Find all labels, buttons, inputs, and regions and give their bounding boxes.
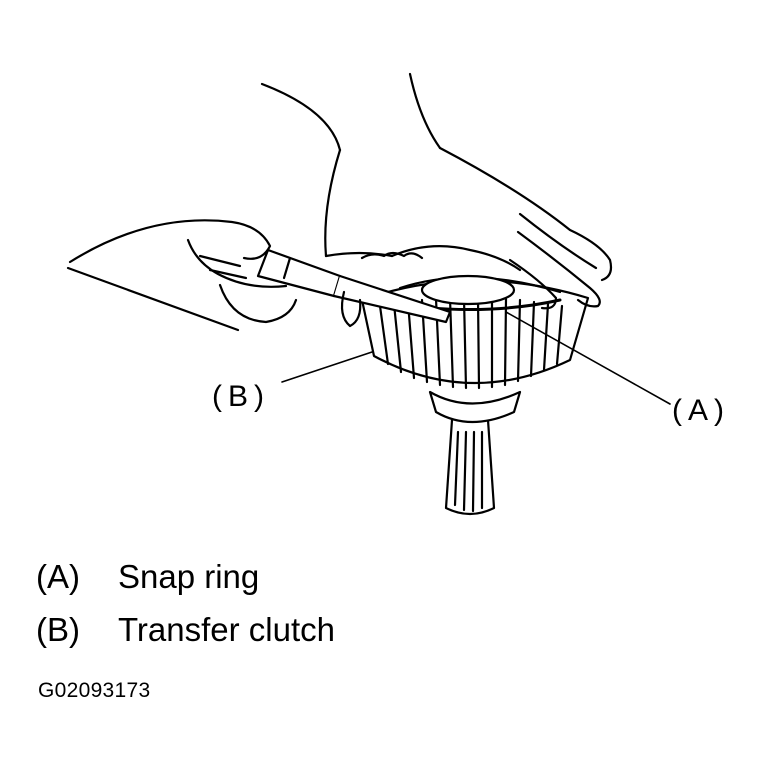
illustration-snap-ring-removal: [66, 72, 671, 516]
legend-item-transfer-clutch: (B) Transfer clutch: [36, 613, 335, 646]
legend-label: Snap ring: [118, 558, 260, 595]
leader-line-a: [505, 311, 671, 405]
transfer-clutch-drum: [360, 251, 590, 390]
legend-key: (A): [36, 558, 80, 595]
legend-item-snap-ring: (A) Snap ring: [36, 560, 259, 593]
right-hand: [260, 72, 613, 310]
legend-label: Transfer clutch: [118, 611, 336, 648]
callout-a: (A): [672, 394, 730, 427]
left-hand: [66, 219, 362, 332]
output-shaft: [428, 390, 522, 516]
screwdriver: [256, 248, 452, 324]
callout-b: (B): [212, 380, 270, 413]
legend-key: (B): [36, 611, 80, 648]
figure-id: G02093173: [38, 679, 151, 702]
leader-line-b: [281, 351, 373, 383]
